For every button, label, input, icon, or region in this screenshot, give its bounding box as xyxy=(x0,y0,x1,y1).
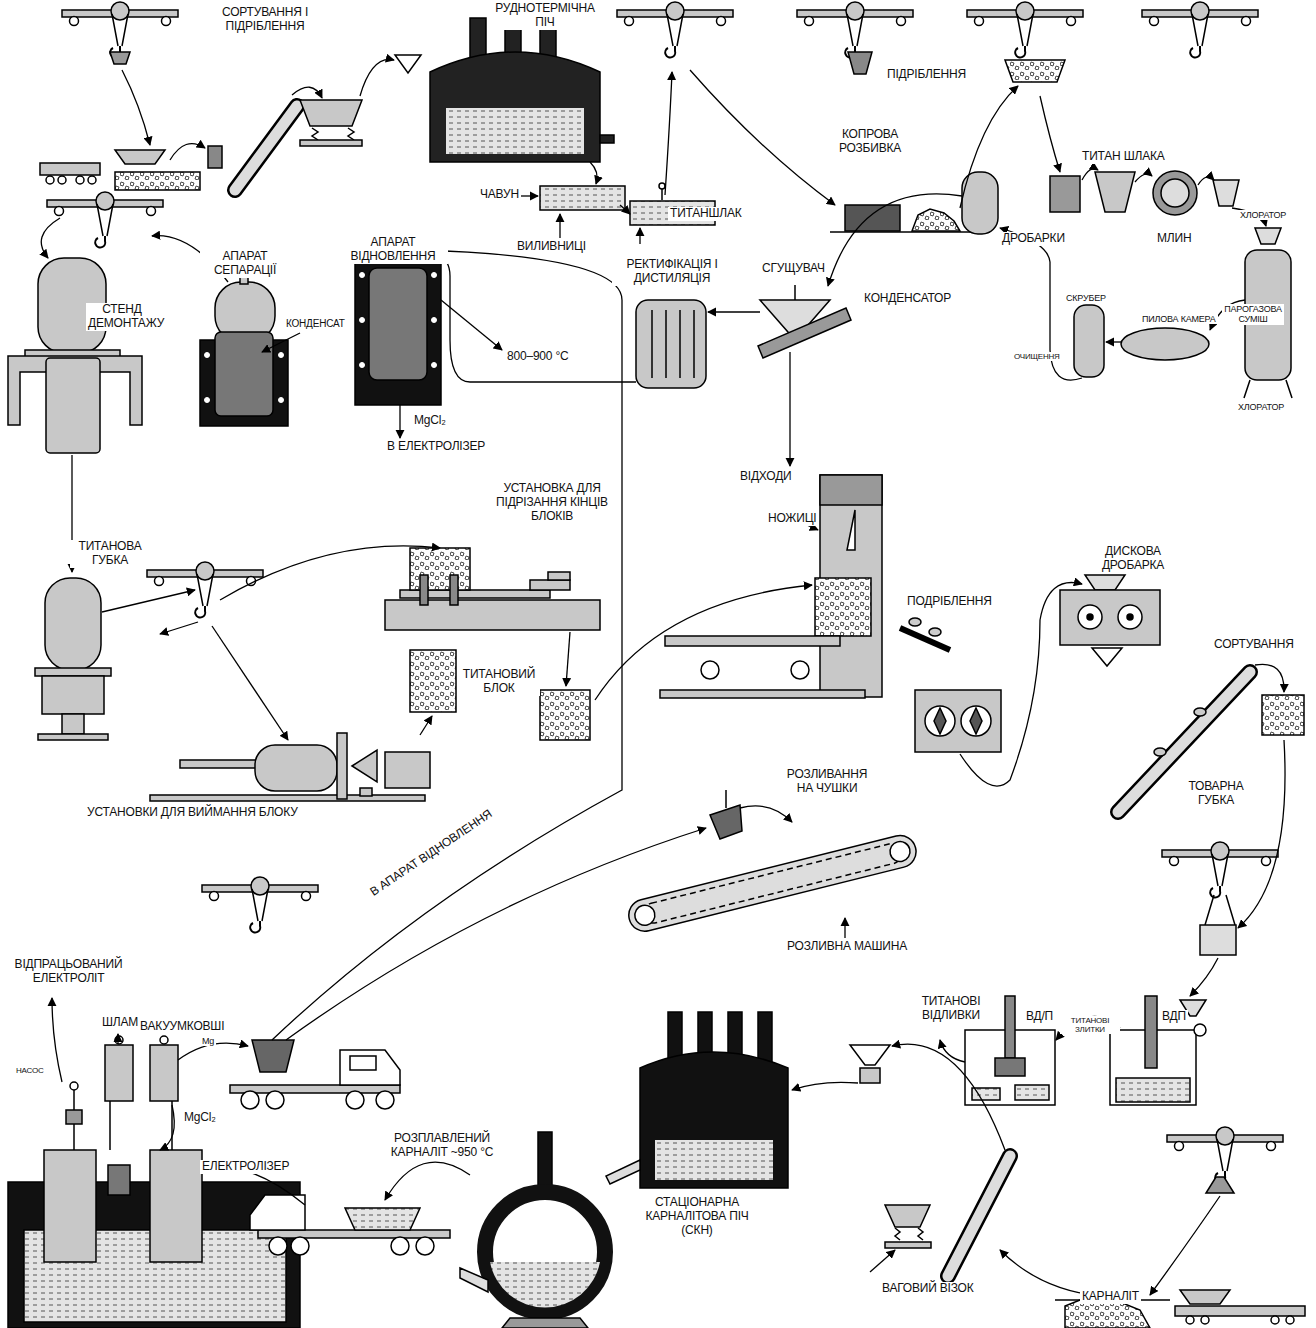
equipment-label: РОЗПЛАВЛЕНИЙ КАРНАЛІТ ~950 °C xyxy=(378,1132,506,1160)
equipment-label: МЛИН xyxy=(1155,232,1193,246)
equipment-label: ВІДПРАЦЬОВАНИЙ ЕЛЕКТРОЛІТ xyxy=(6,958,131,986)
equipment-label: ДИСКОВА ДРОБАРКА xyxy=(1088,545,1178,573)
equipment-label: УСТАНОВКИ ДЛЯ ВИЙМАННЯ БЛОКУ xyxy=(85,806,300,820)
equipment-label: MgCl₂ xyxy=(412,414,448,428)
equipment-label: АПАРАТ ВІДНОВЛЕННЯ xyxy=(338,236,448,264)
equipment-label: ВІДХОДИ xyxy=(738,470,794,484)
equipment-label: СОРТУВАННЯ І ПІДРІБЛЕННЯ xyxy=(205,6,325,34)
equipment-label: УСТАНОВКА ДЛЯ ПІДРІЗАННЯ КІНЦІВ БЛОКІВ xyxy=(488,482,616,523)
equipment-label: КАРНАЛІТ xyxy=(1080,1290,1141,1304)
equipment-label: ВАКУУМКОВШІ xyxy=(138,1020,226,1034)
equipment-label: ТИТАНОВИЙ БЛОК xyxy=(458,668,540,696)
equipment-label: ТОВАРНА ГУБКА xyxy=(1180,780,1252,808)
equipment-label: ПИЛОВА КАМЕРА xyxy=(1140,314,1218,324)
equipment-label: ОЧИЩЕННЯ xyxy=(1012,352,1062,361)
equipment-label: ХЛОРАТОР xyxy=(1238,210,1288,220)
equipment-label: В АПАРАТ ВІДНОВЛЕННЯ xyxy=(366,806,496,900)
equipment-label: ТИТАНОВІ ВІДЛИВКИ xyxy=(912,995,990,1023)
equipment-label: ТИТАН ШЛАКА xyxy=(1080,150,1167,164)
equipment-label: РЕКТИФІКАЦІЯ І ДИСТИЛЯЦІЯ xyxy=(612,258,732,286)
equipment xyxy=(8,18,1305,1328)
equipment-label: АПАРАТ СЕПАРАЦІЇ xyxy=(200,250,290,278)
equipment-label: ВИЛИВНИЦІ xyxy=(515,240,588,254)
cranes xyxy=(47,2,1283,1182)
equipment-label: ПІДРІБЛЕННЯ xyxy=(885,68,968,82)
equipment-label: СТАЦІОНАРНА КАРНАЛІТОВА ПІЧ (СКН) xyxy=(632,1196,762,1237)
equipment-label: ТИТАНОВІ ЗЛИТКИ xyxy=(1060,1016,1120,1034)
equipment-label: ЕЛЕКТРОЛІЗЕР xyxy=(200,1160,291,1174)
equipment-label: РОЗЛИВАННЯ НА ЧУШКИ xyxy=(782,768,872,796)
equipment-label: КОНДЕНСАТ xyxy=(284,318,347,330)
equipment-label: КОПРОВА РОЗБИВКА xyxy=(828,128,912,156)
equipment-label: НАСОС xyxy=(14,1066,46,1075)
equipment-label: ТИТАНШЛАК xyxy=(668,207,744,221)
equipment-label: ВДП xyxy=(1160,1010,1188,1024)
equipment-label: СГУЩУВАЧ xyxy=(760,262,827,276)
equipment-label: Mg xyxy=(200,1036,216,1046)
equipment-label: ЧАВУН xyxy=(478,188,521,202)
equipment-label: MgCl₂ xyxy=(182,1111,218,1125)
equipment-label: РУДНОТЕРМІЧНА ПІЧ xyxy=(490,2,600,30)
equipment-label: ПОДРІБЛЕННЯ xyxy=(905,595,994,609)
flow-arrows xyxy=(41,59,1285,1296)
equipment-label: В ЕЛЕКТРОЛІЗЕР xyxy=(385,440,487,454)
equipment-label: СКРУБЕР xyxy=(1064,293,1108,303)
equipment-label: ПАРОГАЗОВА СУМІШ xyxy=(1222,304,1284,325)
equipment-label: ВАГОВИЙ ВІЗОК xyxy=(880,1282,976,1296)
equipment-label: ШЛАМ xyxy=(100,1016,140,1030)
equipment-label: ХЛОРАТОР xyxy=(1236,402,1286,412)
equipment-label: 800–900 °C xyxy=(505,350,571,364)
equipment-label: ДРОБАРКИ xyxy=(1000,232,1067,246)
equipment-label: ВД/П xyxy=(1024,1010,1055,1024)
equipment-label: НОЖИЦІ xyxy=(766,512,818,526)
equipment-label: СОРТУВАННЯ xyxy=(1212,638,1296,652)
equipment-label: СТЕНД ДЕМОНТАЖУ xyxy=(86,303,158,331)
equipment-label: КОНДЕНСАТОР xyxy=(862,292,953,306)
equipment-label: РОЗЛИВНА МАШИНА xyxy=(785,940,909,954)
equipment-label: ТИТАНОВА ГУБКА xyxy=(70,540,150,568)
